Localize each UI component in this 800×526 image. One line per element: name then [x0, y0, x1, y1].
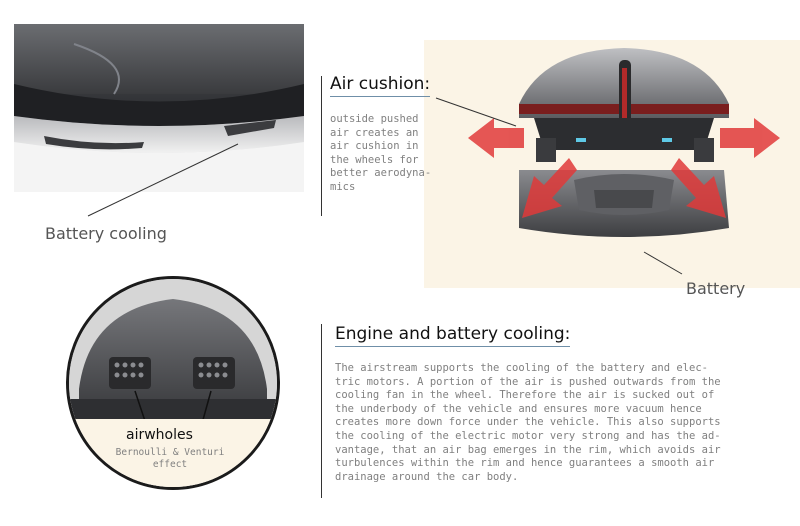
air-cushion-leader: [435, 97, 517, 127]
battery-label: Battery: [686, 279, 746, 298]
engine-cooling-text: The airstream supports the cooling of th…: [335, 362, 721, 483]
battery-leader: [643, 251, 683, 275]
air-cushion-divider: [321, 76, 322, 216]
front-underbody-render: [14, 24, 304, 192]
airwholes-closeup: [66, 276, 280, 490]
airflow-illustration: [468, 48, 780, 237]
airwholes-label: airwholes: [126, 427, 193, 443]
battery-cooling-leader: [87, 143, 239, 217]
airwholes-illustration: [69, 279, 277, 487]
battery-cooling-label: Battery cooling: [45, 224, 167, 243]
air-cushion-text: outside pushed air creates an air cushio…: [330, 113, 432, 193]
air-cushion-title: Air cushion:: [330, 74, 431, 97]
airflow-render: [424, 40, 800, 288]
engine-cooling-title: Engine and battery cooling:: [335, 324, 571, 347]
bernoulli-label: Bernoulli & Venturi effect: [115, 447, 225, 470]
engine-cooling-divider: [321, 324, 322, 498]
front-underbody-illustration: [14, 24, 304, 192]
